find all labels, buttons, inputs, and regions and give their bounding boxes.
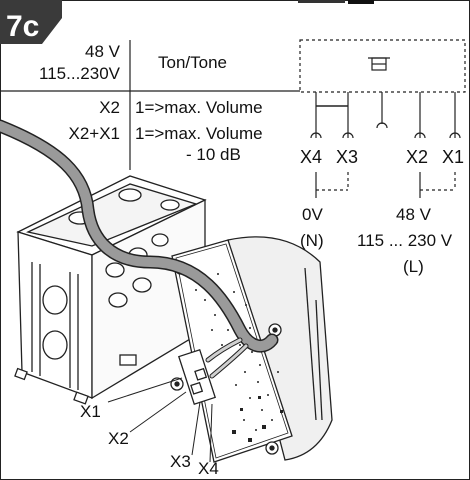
callout-x2: X2 bbox=[108, 429, 129, 448]
table-row-2-setting-cont: - 10 dB bbox=[186, 145, 241, 164]
table-row-1-setting: 1=>max. Volume bbox=[135, 98, 263, 117]
left-supply-conductor: (N) bbox=[300, 231, 324, 250]
table-row-2-setting: 1=>max. Volume bbox=[135, 124, 263, 143]
right-supply-voltage: 48 V bbox=[396, 205, 431, 224]
tone-table-lines bbox=[0, 40, 300, 170]
left-supply-voltage: 0V bbox=[302, 205, 323, 224]
cable bbox=[0, 119, 279, 379]
right-supply-conductor: (L) bbox=[403, 257, 424, 276]
table-tone-header: Ton/Tone bbox=[158, 53, 227, 72]
svg-text:7c: 7c bbox=[6, 10, 39, 43]
flush-box bbox=[14, 175, 207, 405]
callout-x4: X4 bbox=[198, 459, 219, 478]
device-box-dashed bbox=[299, 39, 466, 93]
callout-x1: X1 bbox=[80, 402, 101, 421]
wiring-schematic bbox=[299, 39, 466, 198]
terminal-label-x3: X3 bbox=[336, 147, 359, 167]
table-voltage-dc: 48 V bbox=[85, 42, 120, 61]
badge-7c: 7c bbox=[0, 0, 62, 44]
terminal-label-x2: X2 bbox=[406, 147, 429, 167]
table-row-2-terminals: X2+X1 bbox=[68, 124, 120, 143]
table-voltage-ac: 115...230V bbox=[39, 64, 120, 83]
callout-lines bbox=[107, 377, 213, 463]
right-supply-range: 115 ... 230 V bbox=[357, 231, 453, 250]
terminal-label-x4: X4 bbox=[300, 147, 323, 167]
callout-x3: X3 bbox=[170, 452, 191, 471]
header-mark-dark bbox=[348, 0, 374, 4]
table-row-1-terminals: X2 bbox=[99, 98, 120, 117]
sounder-icon bbox=[368, 57, 390, 71]
device-body bbox=[170, 236, 333, 463]
terminal-label-x1: X1 bbox=[442, 147, 465, 167]
